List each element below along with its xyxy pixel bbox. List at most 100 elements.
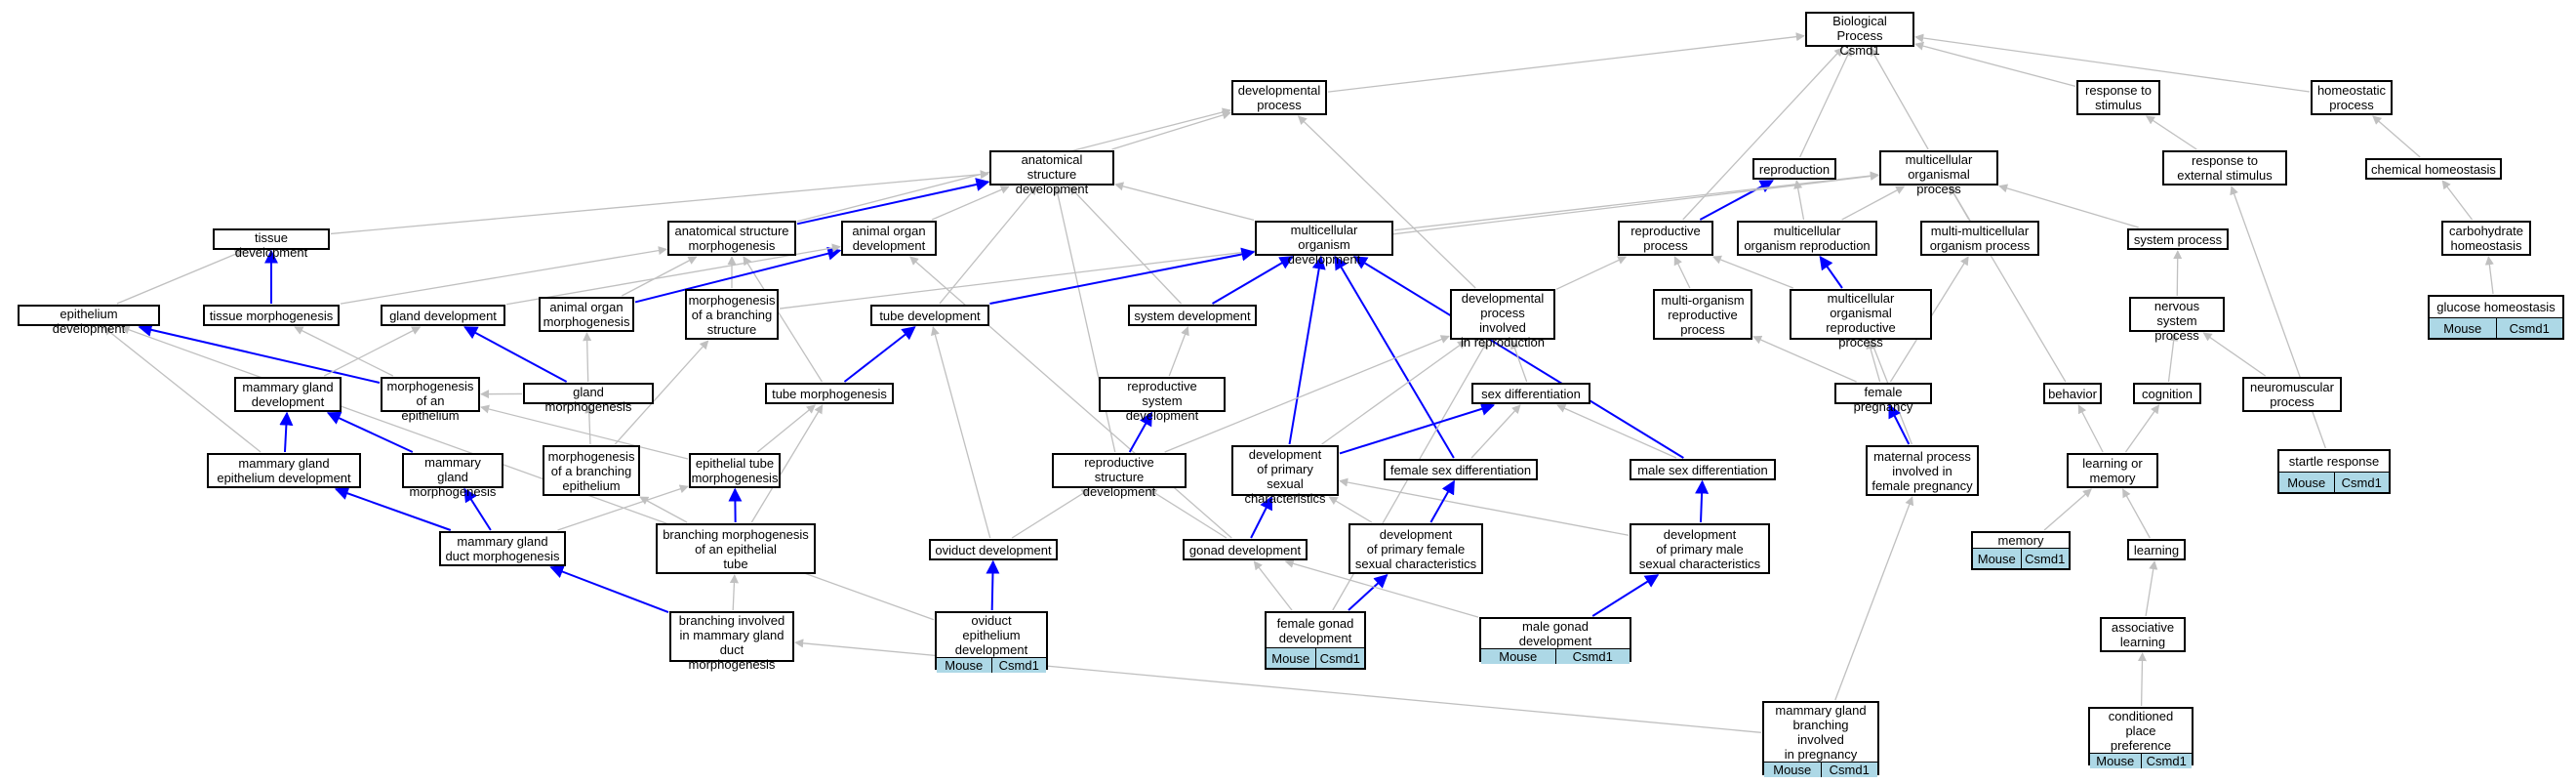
part-of-edge-oviduct_epi_dev-to-oviduct_dev <box>986 559 1000 611</box>
go-term-label: sex differentiation <box>1481 386 1581 401</box>
go-term-development-of-primary-sexual-characteristics[interactable]: development of primary sexual characteri… <box>1231 445 1339 506</box>
go-term-reproductive-structure-development[interactable]: reproductive structure development <box>1052 453 1187 499</box>
go-term-multicellular-organism-reproduction[interactable]: multicellular organism reproduction <box>1737 221 1877 256</box>
go-term-branching-involved-in-mammary-gland-duct-morphogenesis[interactable]: branching involved in mammary gland duct… <box>669 611 794 672</box>
go-term-label: mammary gland branching involved in preg… <box>1775 703 1867 762</box>
part-of-edge-tube_dev-to-mc_org_dev <box>989 247 1256 305</box>
go-term-development-of-primary-male-sexual-characteristics[interactable]: development of primary male sexual chara… <box>1630 523 1770 574</box>
go-term-epithelium-development[interactable]: epithelium development <box>18 305 160 336</box>
is-a-edge-learn_mem-to-behavior <box>2077 404 2104 453</box>
go-term-female-sex-differentiation[interactable]: female sex differentiation <box>1384 459 1538 480</box>
go-term-maternal-process-involved-in-female-pregnancy[interactable]: maternal process involved in female preg… <box>1866 445 1979 496</box>
go-term-label: reproductive process <box>1630 224 1701 253</box>
is-a-edge-gland_morph-to-animal_organ_morph <box>583 332 592 383</box>
go-term-nervous-system-process[interactable]: nervous system process <box>2129 297 2225 343</box>
go-term-mammary-gland-epithelium-development[interactable]: mammary gland epithelium development <box>207 453 361 488</box>
part-of-edge-dev_primary_male-to-male_sex_diff <box>1695 479 1710 523</box>
go-term-male-sex-differentiation[interactable]: male sex differentiation <box>1630 459 1776 480</box>
annotation-gene: Csmd1 <box>1820 763 1877 777</box>
go-term-gland-development[interactable]: gland development <box>381 305 505 326</box>
go-term-carbohydrate-homeostasis[interactable]: carbohydrate homeostasis <box>2441 221 2531 256</box>
go-term-sex-differentiation[interactable]: sex differentiation <box>1471 383 1590 404</box>
go-term-gland-morphogenesis[interactable]: gland morphogenesis <box>523 383 654 414</box>
go-term-mammary-gland-development[interactable]: mammary gland development <box>234 377 342 412</box>
go-term-multicellular-organism-development[interactable]: multicellular organism development <box>1255 221 1393 267</box>
go-term-development-of-primary-female-sexual-characteristics[interactable]: development of primary female sexual cha… <box>1348 523 1483 574</box>
go-term-epithelial-tube-morphogenesis[interactable]: epithelial tube morphogenesis <box>689 453 781 488</box>
go-term-response-to-stimulus[interactable]: response to stimulus <box>2076 80 2160 115</box>
go-term-label: tissue morphogenesis <box>209 308 334 323</box>
go-term-associative-learning[interactable]: associative learning <box>2100 617 2186 652</box>
go-term-learning-or-memory[interactable]: learning or memory <box>2067 453 2158 488</box>
go-term-anatomical-structure-development[interactable]: anatomical structure development <box>989 150 1114 196</box>
go-term-chemical-homeostasis[interactable]: chemical homeostasis <box>2365 158 2502 180</box>
go-term-neuromuscular-process[interactable]: neuromuscular process <box>2242 377 2342 412</box>
go-term-tissue-development[interactable]: tissue development <box>213 228 330 260</box>
go-term-branching-morphogenesis-of-an-epithelial-tube[interactable]: branching morphogenesis of an epithelial… <box>656 523 816 574</box>
go-term-multi-multicellular-organism-process[interactable]: multi-multicellular organism process <box>1920 221 2039 256</box>
go-term-developmental-process-involved-in-reproduction[interactable]: developmental process involved in reprod… <box>1450 289 1555 350</box>
is-a-edge-dev_repro-to-devproc <box>1297 115 1476 289</box>
go-term-tube-morphogenesis[interactable]: tube morphogenesis <box>765 383 894 404</box>
go-term-gonad-development[interactable]: gonad development <box>1183 539 1308 560</box>
go-term-tube-development[interactable]: tube development <box>870 305 989 326</box>
go-term-morphogenesis-of-a-branching-epithelium[interactable]: morphogenesis of a branching epithelium <box>543 445 640 496</box>
is-a-edge-mc_org_repro-to-repro <box>1793 180 1805 221</box>
go-term-label: multicellular organismal reproductive pr… <box>1826 291 1896 350</box>
is-a-edge-repro-to-bp <box>1799 47 1852 158</box>
go-term-behavior[interactable]: behavior <box>2043 383 2102 404</box>
go-term-label: development of primary female sexual cha… <box>1354 526 1477 571</box>
go-term-morphogenesis-of-an-epithelium[interactable]: morphogenesis of an epithelium <box>381 377 480 423</box>
go-term-mammary-gland-branching-involved-in-pregnancy[interactable]: mammary gland branching involved in preg… <box>1762 701 1879 777</box>
part-of-edge-dev_primary_sex-to-sex_diff <box>1339 402 1496 455</box>
is-a-edge-neuromusc-to-nerv_sys <box>2202 332 2267 377</box>
go-term-biological-process-csmd1[interactable]: Biological Process Csmd1 <box>1805 12 1914 58</box>
go-term-learning[interactable]: learning <box>2127 539 2186 560</box>
go-term-multicellular-organismal-process[interactable]: multicellular organismal process <box>1879 150 1998 196</box>
go-term-animal-organ-morphogenesis[interactable]: animal organ morphogenesis <box>539 297 634 332</box>
is-a-edge-female_sex_diff-to-sex_diff <box>1470 404 1521 459</box>
go-term-label: learning or memory <box>2082 456 2143 485</box>
go-term-cognition[interactable]: cognition <box>2133 383 2201 404</box>
go-term-mammary-gland-morphogenesis[interactable]: mammary gland morphogenesis <box>402 453 503 499</box>
go-term-label: multicellular organismal process <box>1905 152 1973 196</box>
go-term-animal-organ-development[interactable]: animal organ development <box>841 221 937 256</box>
part-of-edge-branch_mam_duct-to-mam_duct_morph <box>549 564 669 614</box>
go-term-morphogenesis-of-a-branching-structure[interactable]: morphogenesis of a branching structure <box>685 289 779 340</box>
go-term-developmental-process[interactable]: developmental process <box>1231 80 1327 115</box>
go-term-homeostatic-process[interactable]: homeostatic process <box>2311 80 2393 115</box>
go-term-reproductive-process[interactable]: reproductive process <box>1618 221 1713 256</box>
is-a-edge-dev_primary_sex-to-dev_repro <box>1321 340 1468 445</box>
go-term-system-process[interactable]: system process <box>2127 228 2229 250</box>
go-term-tissue-morphogenesis[interactable]: tissue morphogenesis <box>203 305 340 326</box>
go-term-anatomical-structure-morphogenesis[interactable]: anatomical structure morphogenesis <box>667 221 796 256</box>
go-term-response-to-external-stimulus[interactable]: response to external stimulus <box>2162 150 2287 186</box>
go-term-multicellular-organismal-reproductive-process[interactable]: multicellular organismal reproductive pr… <box>1790 289 1932 350</box>
go-term-multi-organism-reproductive-process[interactable]: multi-organism reproductive process <box>1653 289 1752 340</box>
is-a-edge-memory-to-learn_mem <box>2043 488 2092 531</box>
go-term-reproductive-system-development[interactable]: reproductive system development <box>1099 377 1226 423</box>
is-a-edge-tissue_dev-to-anat_dev <box>330 170 989 235</box>
go-term-mammary-gland-duct-morphogenesis[interactable]: mammary gland duct morphogenesis <box>439 531 566 566</box>
is-a-edge-gonad_dev-to-repro_struct_dev <box>1147 488 1228 539</box>
part-of-edge-mam_duct_morph-to-mam_epi_dev <box>334 486 452 531</box>
annotation-species: Mouse <box>2090 754 2141 768</box>
go-term-reproduction[interactable]: reproduction <box>1752 158 1836 180</box>
go-term-label: neuromuscular process <box>2250 380 2334 409</box>
is-a-edge-mam_gland_dev-to-gland_dev <box>324 326 422 377</box>
annotation-species: Mouse <box>2279 473 2334 492</box>
is-a-edge-sys_dev-to-anat_dev <box>1068 186 1183 305</box>
go-term-label: branching involved in mammary gland duct… <box>678 613 785 672</box>
is-a-edge-devproc-to-bp <box>1327 32 1805 93</box>
go-term-system-development[interactable]: system development <box>1128 305 1257 326</box>
is-a-edge-morph_epi-to-tissue_morph <box>294 326 394 377</box>
go-term-female-pregnancy[interactable]: female pregnancy <box>1834 383 1932 414</box>
go-term-oviduct-development[interactable]: oviduct development <box>929 539 1058 560</box>
